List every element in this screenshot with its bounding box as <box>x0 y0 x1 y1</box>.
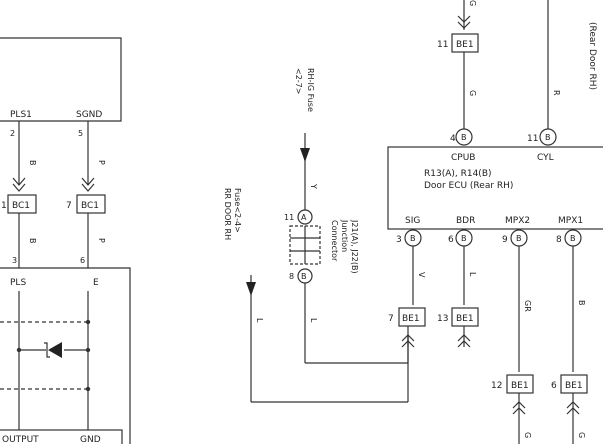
wire-color-r: R <box>552 90 561 96</box>
connector-letter: B <box>461 234 467 243</box>
be1-connectors-bottom: 7 BE1 13 BE1 12 BE1 G 6 BE1 G <box>388 307 588 444</box>
fuse-label: RR DOOR RH <box>223 188 232 240</box>
connector-pin: 1 <box>1 201 7 211</box>
connector-label: BE1 <box>565 381 583 391</box>
connector-label: BC1 <box>12 201 30 211</box>
bc1-connectors: 1 BC1 7 BC1 <box>1 194 106 214</box>
pin-label-pls1: PLS1 <box>10 110 32 120</box>
rh-ig-fuse: RH-IG Fuse <2-7> Y <box>294 68 318 210</box>
connector-label: BE1 <box>402 314 420 324</box>
pin-label-mpx1: MPX1 <box>558 216 583 226</box>
pin-label-cpub: CPUB <box>451 153 475 163</box>
pin-label-mpx2: MPX2 <box>505 216 530 226</box>
pin-label-cyl: CYL <box>537 153 554 163</box>
connector-pin: 13 <box>437 314 448 324</box>
top-right-wiring: G 11 BE1 G R (Rear Door RH) <box>437 0 597 131</box>
ecu-label: R13(A), R14(B) <box>424 169 492 179</box>
wire-color-gr: GR <box>523 300 532 312</box>
pin-number-6: 6 <box>80 256 85 265</box>
connector-pin: 6 <box>551 381 557 391</box>
wire-color-b: B <box>28 238 37 244</box>
pin-number: 8 <box>556 235 562 245</box>
wire-color-g: G <box>523 432 532 438</box>
connector-letter: B <box>545 133 551 142</box>
fuse-ref: Fuse<2-4> <box>233 188 242 233</box>
connector-pin: 7 <box>66 201 72 211</box>
wire-color-v: V <box>417 272 426 278</box>
pin-label-bdr: BDR <box>456 216 475 226</box>
left-wires: B P B P <box>12 121 106 268</box>
connector-label: BE1 <box>456 40 474 50</box>
pin-label-output: OUTPUT <box>2 435 39 444</box>
left-module-top: PLS1 SGND 2 5 <box>0 37 122 138</box>
door-ecu: B 4 B 11 CPUB CYL R13(A), R14(B) Door EC… <box>387 128 603 247</box>
wire-color-l: L <box>255 318 264 323</box>
connector-letter: B <box>570 234 576 243</box>
pin-label-e: E <box>93 278 99 288</box>
connector-letter: B <box>516 234 522 243</box>
connector-pin: 8 <box>289 272 294 281</box>
pin-label-pls: PLS <box>10 278 26 288</box>
ecu-label: Door ECU (Rear RH) <box>424 181 513 191</box>
connector-pin: 11 <box>437 40 448 50</box>
pin-number: 9 <box>502 235 508 245</box>
connector-label: BC1 <box>81 201 99 211</box>
connector-letter: A <box>301 213 307 222</box>
connector-pin: 12 <box>491 381 502 391</box>
wire-color-p: P <box>97 160 106 165</box>
junction-label: Junction <box>340 219 349 252</box>
pin-number-3: 3 <box>12 256 17 265</box>
junction-connector: A 11 B 8 J21(A), J22(B) Junction Connect… <box>284 209 409 364</box>
wire-color-g: G <box>577 432 586 438</box>
pin-number: 11 <box>527 134 538 144</box>
pin-number: 6 <box>448 235 454 245</box>
wire-color-g: G <box>468 0 477 6</box>
pin-label-gnd: GND <box>80 435 101 444</box>
connector-label: BE1 <box>511 381 529 391</box>
connector-letter: B <box>461 133 467 142</box>
wire-color-l: L <box>468 272 477 277</box>
fuse-label: RH-IG Fuse <box>306 68 315 112</box>
connector-pin: 11 <box>284 213 294 222</box>
left-module-bottom: 3 6 PLS E OUTPUT GND <box>0 256 131 444</box>
rear-door-label: (Rear Door RH) <box>587 22 597 90</box>
wire-color-b: B <box>577 300 586 306</box>
connector-letter: B <box>410 234 416 243</box>
wire-color-g: G <box>468 90 477 96</box>
wire-color-p: P <box>97 238 106 243</box>
connector-pin: 7 <box>388 314 394 324</box>
pin-number: 3 <box>396 235 402 245</box>
wire-color-y: Y <box>309 183 318 189</box>
connector-letter: B <box>301 272 307 281</box>
pin-number: 4 <box>450 134 456 144</box>
rr-door-fuse: RR DOOR RH Fuse<2-4> L <box>223 188 409 403</box>
junction-label: J21(A), J22(B) <box>350 219 359 274</box>
fuse-ref: <2-7> <box>294 68 303 94</box>
wire-color-l: L <box>309 318 318 323</box>
pin-number-5: 5 <box>78 129 83 138</box>
pin-label-sgnd: SGND <box>76 110 102 120</box>
junction-label: Connector <box>330 220 339 262</box>
pin-number-2: 2 <box>10 129 15 138</box>
pin-label-sig: SIG <box>405 216 420 226</box>
ecu-bottom-wires: V L GR B <box>412 246 586 372</box>
wire-color-b: B <box>28 160 37 166</box>
connector-label: BE1 <box>456 314 474 324</box>
